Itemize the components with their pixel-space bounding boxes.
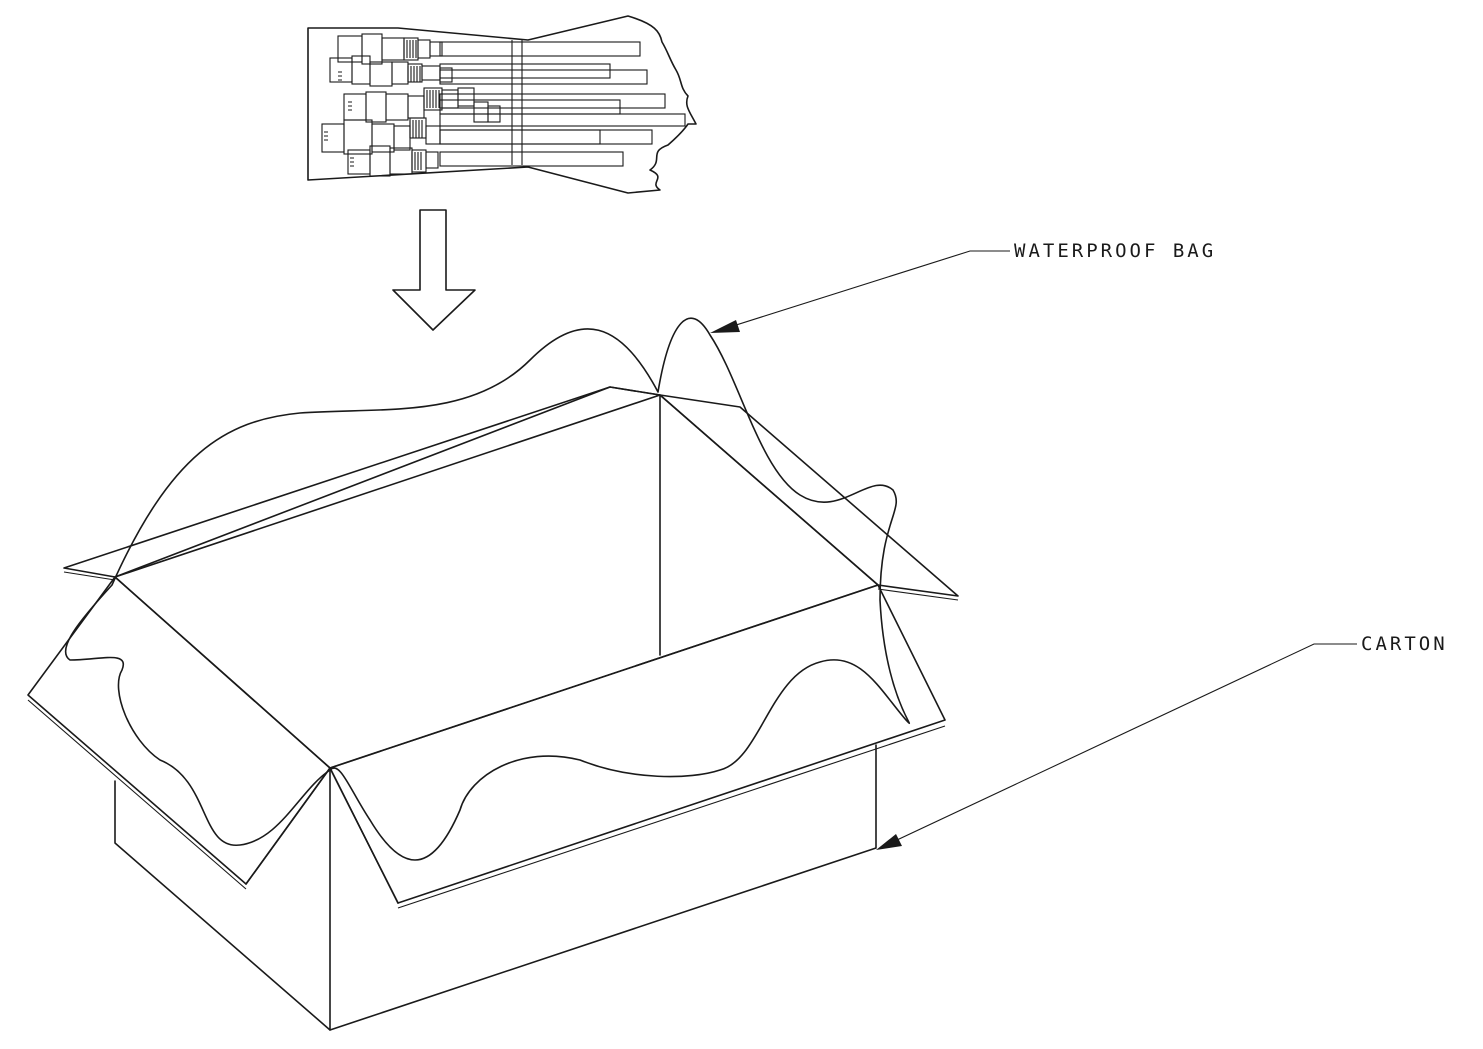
cable-bundle-icon (307, 15, 697, 194)
bag-callout: WATERPROOF BAG (710, 240, 1216, 333)
carton (27, 386, 959, 1031)
down-arrow-icon (392, 209, 476, 331)
carton-callout: CARTON (876, 633, 1448, 850)
carton-label: CARTON (1361, 633, 1448, 655)
waterproof-bag (64, 317, 911, 861)
bag-label: WATERPROOF BAG (1014, 240, 1216, 262)
